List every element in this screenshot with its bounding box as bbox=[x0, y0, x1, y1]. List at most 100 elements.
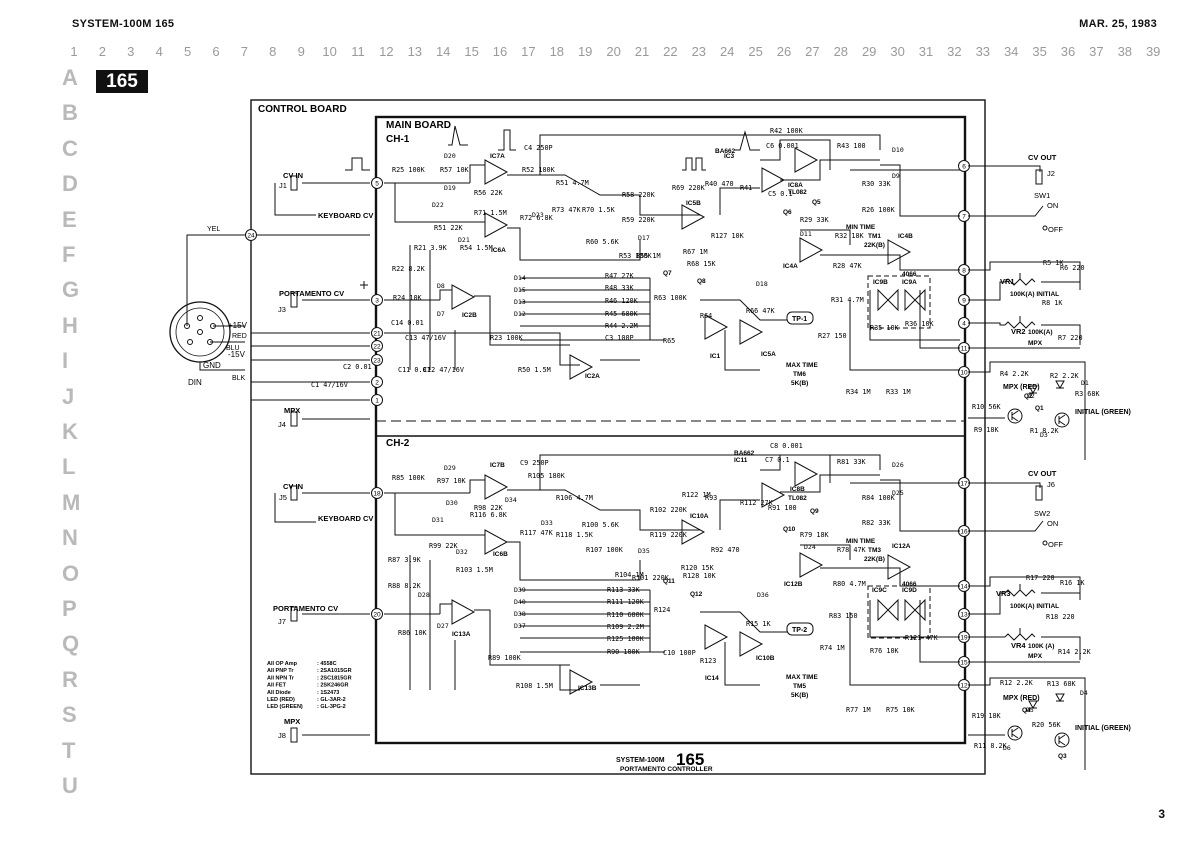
mpx-label-1: MPX bbox=[284, 406, 300, 415]
ic-label: IC14 bbox=[705, 675, 719, 682]
jack bbox=[290, 485, 298, 501]
terminal-number: 24 bbox=[247, 233, 255, 240]
op-amp-symbol bbox=[739, 319, 763, 345]
initial-green-1: INITIAL (GREEN) bbox=[1075, 409, 1131, 416]
column-number: 20 bbox=[606, 44, 621, 59]
ic-label: Q5 bbox=[812, 199, 821, 206]
ch2-component-label: C9 250P bbox=[520, 459, 549, 467]
diode-label: D8 bbox=[437, 282, 445, 290]
diode-label: D33 bbox=[541, 519, 553, 527]
ch2-component-label: R107 100K bbox=[586, 546, 624, 554]
ch2-component-label: R121 47K bbox=[905, 634, 939, 642]
ch2-component-label: R78 47K bbox=[837, 546, 867, 554]
terminal-number: 12 bbox=[960, 683, 968, 690]
op-amp-symbol bbox=[739, 631, 763, 657]
diode-label: D17 bbox=[638, 234, 650, 242]
din-label: DIN bbox=[188, 378, 202, 387]
legend-part: All OP Amp bbox=[267, 661, 298, 667]
ic-label: Q10 bbox=[783, 526, 796, 533]
ch1-component-label: R40 470 bbox=[705, 180, 734, 188]
ch1-component-label: C6 0.001 bbox=[766, 142, 799, 150]
row-letter: M bbox=[62, 489, 81, 515]
ch1-component-label: R67 1M bbox=[683, 248, 708, 256]
tm6-label: TM6 bbox=[793, 371, 806, 378]
page-badge: 165 bbox=[96, 70, 148, 93]
ic-label: IC4A bbox=[783, 263, 798, 270]
ch2-component-label: R104 1M bbox=[615, 571, 644, 579]
terminal bbox=[371, 354, 383, 366]
mpx-label-2: MPX bbox=[284, 717, 300, 726]
legend-value: : 1S2473 bbox=[317, 690, 339, 696]
ic-label: 4066 bbox=[902, 271, 917, 278]
tm5-val: 5K(B) bbox=[791, 692, 808, 699]
op-amp-symbol bbox=[887, 239, 911, 265]
column-number: 32 bbox=[947, 44, 962, 59]
din-connector bbox=[169, 301, 231, 363]
ch2-component-label: R15 1K bbox=[746, 620, 771, 628]
ch1-component-label: R50 1.5M bbox=[518, 366, 551, 374]
terminal bbox=[371, 340, 383, 352]
ic-label: TL082 bbox=[788, 189, 807, 196]
terminal bbox=[371, 487, 383, 499]
ch2-component-label: R101 220K bbox=[632, 574, 670, 582]
keyboard-cv-label-2: KEYBOARD CV bbox=[318, 514, 373, 523]
ch1-component-label: R5 1K bbox=[1043, 259, 1064, 267]
ch1-component-label: R35 10K bbox=[870, 324, 900, 332]
ch2-component-label: R80 4.7M bbox=[833, 580, 866, 588]
ch1-component-label: C5 0.1 bbox=[768, 190, 793, 198]
row-letter: Q bbox=[62, 631, 80, 657]
ch1-component-label: R24 10K bbox=[393, 294, 423, 302]
op-amp-symbol bbox=[681, 204, 705, 230]
ch1-component-label: R47 27K bbox=[605, 272, 635, 280]
ch2-component-label: R85 100K bbox=[392, 474, 426, 482]
initial-green-2: INITIAL (GREEN) bbox=[1075, 725, 1131, 732]
ch1-component-label: R57 10K bbox=[440, 166, 470, 174]
ch1-component-label: R31 4.7M bbox=[831, 296, 864, 304]
ch1-component-label: R1 8.2K bbox=[1030, 427, 1060, 435]
column-number: 3 bbox=[127, 44, 135, 59]
ch2-component-label: R120 15K bbox=[681, 564, 715, 572]
legend-value: : GL-3PG-2 bbox=[317, 704, 346, 710]
ch2-component-label: C10 100P bbox=[663, 649, 696, 657]
diode-label: D12 bbox=[514, 310, 526, 318]
terminal-number: 22 bbox=[373, 344, 381, 351]
terminal-number: 13 bbox=[960, 612, 968, 619]
terminal-number: 5 bbox=[375, 181, 379, 188]
ch1-component-label: C3 100P bbox=[605, 334, 634, 342]
column-number: 30 bbox=[890, 44, 905, 59]
ic-label: Q11 bbox=[663, 578, 675, 585]
ic-label: IC12A bbox=[892, 543, 911, 550]
diode-label: D28 bbox=[418, 591, 430, 599]
ic-label: IC2A bbox=[585, 373, 600, 380]
ch2-component-label: R105 180K bbox=[528, 472, 566, 480]
ch1-component-label: R25 100K bbox=[392, 166, 426, 174]
op-amp-symbol bbox=[451, 284, 475, 310]
keyboard-cv-label-1: KEYBOARD CV bbox=[318, 211, 373, 220]
sw2-label: SW2 bbox=[1034, 509, 1050, 518]
column-number: 13 bbox=[407, 44, 423, 59]
portamento-cv-label-1: PORTAMENTO CV bbox=[279, 289, 344, 298]
tm5-label: TM5 bbox=[793, 683, 806, 690]
op-amp-symbol bbox=[484, 159, 508, 185]
terminal-number: 10 bbox=[960, 370, 968, 377]
op-amp-symbol bbox=[484, 474, 508, 500]
ch2-component-label: R18 220 bbox=[1046, 613, 1075, 621]
diode-label: D7 bbox=[437, 310, 445, 318]
terminal-number: 14 bbox=[960, 584, 968, 591]
ic-label: 4066 bbox=[902, 581, 917, 588]
legend-value: : 2SC1815GR bbox=[317, 675, 352, 681]
ch2-component-label: R111 120K bbox=[607, 598, 645, 606]
sw2-on: ON bbox=[1047, 519, 1058, 528]
op-amp-symbol bbox=[799, 237, 823, 263]
row-letter: J bbox=[62, 383, 75, 409]
vr3-desc: 100K(A) INITIAL bbox=[1010, 603, 1059, 610]
ch2-component-label: R92 470 bbox=[711, 546, 740, 554]
terminal-number: 7 bbox=[962, 214, 966, 221]
terminal bbox=[371, 376, 383, 388]
row-letter: K bbox=[62, 419, 78, 444]
ch1-component-label: R3 68K bbox=[1075, 390, 1100, 398]
terminal bbox=[371, 608, 383, 620]
ch2-component-label: R97 10K bbox=[437, 477, 467, 485]
diode-label: D18 bbox=[756, 280, 768, 288]
